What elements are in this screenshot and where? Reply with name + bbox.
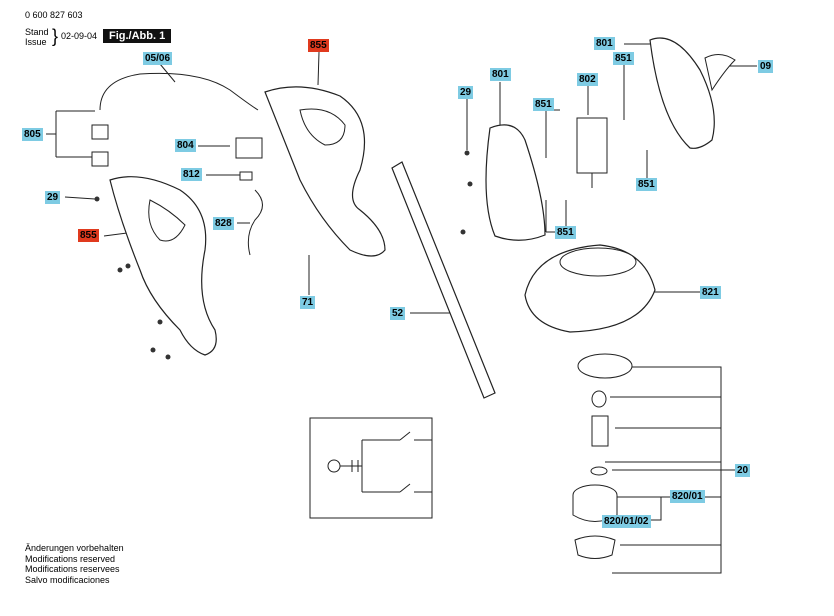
callout-821: 821 [700, 286, 721, 299]
callout-805: 805 [22, 128, 43, 141]
callout-804: 804 [175, 139, 196, 152]
issue-label: Issue [25, 37, 47, 47]
callout-09: 09 [758, 60, 774, 73]
callout-851-a: 851 [533, 98, 554, 111]
figure-title: Fig./Abb. 1 [103, 29, 172, 43]
callout-855-left: 855 [78, 229, 99, 242]
callout-20: 20 [735, 464, 751, 477]
callout-851-d: 851 [555, 226, 576, 239]
callout-05-06: 05/06 [143, 52, 173, 65]
issue-date: 02-09-04 [61, 31, 98, 41]
note-en: Modifications reserved [25, 553, 116, 564]
callout-802: 802 [577, 73, 598, 86]
callout-851-b: 851 [613, 52, 634, 65]
callout-812: 812 [181, 168, 202, 181]
callout-801-mid: 801 [490, 68, 511, 81]
callout-820-01-02: 820/01/02 [602, 515, 651, 528]
note-fr: Modifications reservees [25, 564, 120, 574]
stand-label: Stand [25, 27, 49, 37]
callout-29-mid: 29 [458, 86, 474, 99]
callout-71: 71 [300, 296, 316, 309]
callout-52: 52 [390, 307, 406, 320]
callout-851-c: 851 [636, 178, 657, 191]
callout-828: 828 [213, 217, 234, 230]
callout-801-top: 801 [594, 37, 615, 50]
part-number: 0 600 827 603 [25, 10, 83, 20]
callout-820-01: 820/01 [670, 490, 705, 503]
note-de: Änderungen vorbehalten [25, 543, 124, 553]
note-es: Salvo modificaciones [25, 574, 110, 585]
modification-notes: Änderungen vorbehalten Modifications res… [25, 543, 124, 585]
brace-glyph: } [52, 26, 59, 46]
callout-855-top: 855 [308, 39, 329, 52]
callout-29-left: 29 [45, 191, 61, 204]
